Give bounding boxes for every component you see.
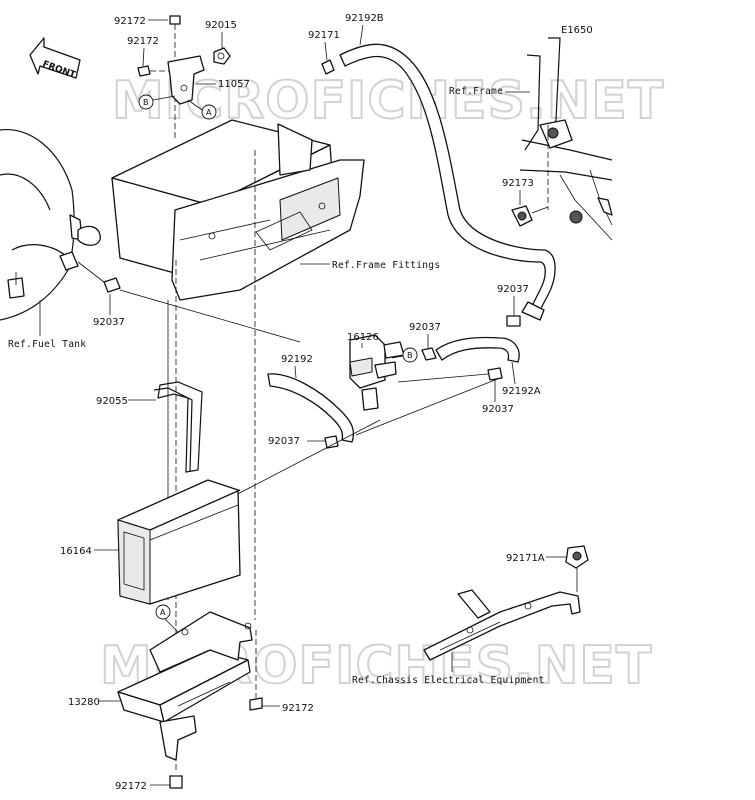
fuel-tank-drawing xyxy=(0,128,101,336)
hose-92192 xyxy=(267,373,355,443)
clamp-92037-right-top-icon xyxy=(506,315,521,327)
label-92015: 92015 xyxy=(205,20,237,31)
clamp-92037-under-icon xyxy=(397,367,503,383)
clamp-92171-icon xyxy=(321,59,335,75)
chassis-bracket xyxy=(423,589,581,661)
ref-chassis-electrical: Ref.Chassis Electrical Equipment xyxy=(352,675,545,686)
label-92037-center: 92037 xyxy=(409,322,441,333)
label-16164: 16164 xyxy=(60,546,92,557)
label-92055: 92055 xyxy=(96,396,128,407)
watermark-top: MICROFICHES.NET xyxy=(112,71,664,131)
hose-92192A xyxy=(435,336,520,363)
bolt-92172-bottom-icon xyxy=(169,775,183,789)
label-11057: 11057 xyxy=(218,79,250,90)
label-92192B: 92192B xyxy=(345,13,384,24)
label-92037-right-top: 92037 xyxy=(497,284,529,295)
callout-a-bottom xyxy=(155,604,171,620)
label-16126: 16126 xyxy=(347,332,379,343)
nut-92015-icon xyxy=(213,47,231,65)
ref-frame: Ref.Frame xyxy=(449,86,503,97)
callout-b-top-label: B xyxy=(143,98,149,107)
frame-fittings-box xyxy=(111,119,365,301)
frame-drawing xyxy=(519,37,613,241)
clamp-92037-left-icon xyxy=(77,261,301,343)
label-92173: 92173 xyxy=(502,178,534,189)
ref-fuel-tank: Ref.Fuel Tank xyxy=(8,339,86,350)
figure-code: E1650 xyxy=(561,25,593,36)
callout-b-top xyxy=(138,94,154,110)
ref-frame-fittings: Ref.Frame Fittings xyxy=(332,260,440,271)
label-92172-top-b: 92172 xyxy=(127,36,159,47)
label-92172-top-a: 92172 xyxy=(114,16,146,27)
band-92055 xyxy=(153,381,203,473)
clamp-92037-center-icon xyxy=(421,347,437,361)
front-arrow-icon: FRONT xyxy=(29,37,81,81)
callout-b-valve xyxy=(402,347,418,363)
grommet-92173-icon xyxy=(511,205,549,227)
label-92037-under: 92037 xyxy=(482,404,514,415)
bracket-11057 xyxy=(167,55,205,105)
tray-13280 xyxy=(117,611,253,761)
label-92192A: 92192A xyxy=(502,386,541,397)
label-92171A: 92171A xyxy=(506,553,545,564)
label-92037-lower: 92037 xyxy=(268,436,300,447)
label-92037-left: 92037 xyxy=(93,317,125,328)
label-92172-bottom-right: 92172 xyxy=(282,703,314,714)
callout-a-top-label: A xyxy=(206,108,212,117)
callout-a-top xyxy=(201,104,217,120)
hose-92192B xyxy=(339,43,556,321)
bolt-92172-bottom-right-icon xyxy=(249,630,263,711)
clamp-92171A-icon xyxy=(565,545,589,592)
label-92172-bottom: 92172 xyxy=(115,781,147,792)
label-13280: 13280 xyxy=(68,697,100,708)
clamp-92037-lower-icon xyxy=(324,435,339,449)
callout-a-bottom-label: A xyxy=(160,608,166,617)
valve-16126 xyxy=(349,334,405,411)
label-92192: 92192 xyxy=(281,354,313,365)
callout-b-valve-label: B xyxy=(407,351,413,360)
bolt-92172-side-icon xyxy=(137,65,172,77)
label-92171: 92171 xyxy=(308,30,340,41)
canister-16164 xyxy=(117,479,241,605)
